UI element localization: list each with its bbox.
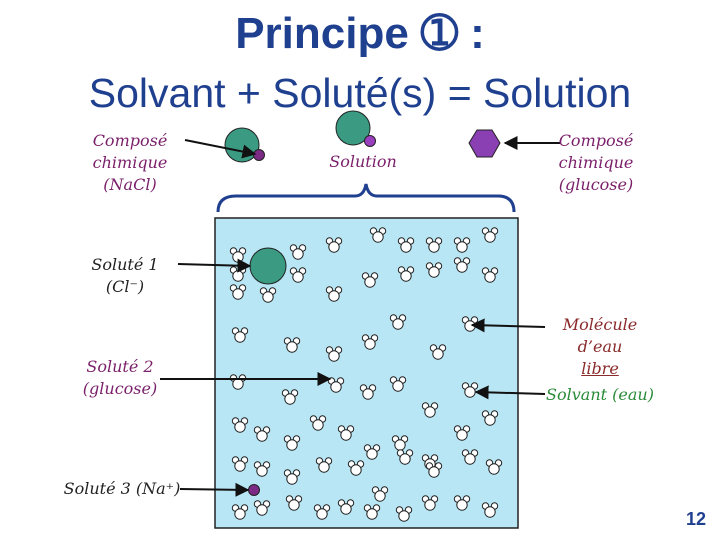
arrow-solvent — [474, 385, 546, 400]
label-solution: Solution — [329, 152, 397, 171]
water-molecule-icon — [361, 272, 379, 288]
arrow-free-water — [470, 318, 546, 333]
water-molecule-icon — [347, 460, 365, 476]
water-molecule-icon — [481, 267, 499, 283]
water-molecule-icon — [363, 444, 381, 460]
water-molecule-icon — [231, 456, 249, 472]
label-compose-glucose: Composé chimique (glucose) — [546, 130, 646, 196]
water-molecule-icon — [363, 504, 381, 520]
water-molecule-icon — [481, 227, 499, 243]
water-molecule-icon — [425, 262, 443, 278]
water-molecule-icon — [391, 435, 409, 451]
label-solute-2-line2: (glucose) — [82, 379, 158, 398]
water-molecule-icon — [395, 506, 413, 522]
label-solute-1: Soluté 1 (Cl⁻) — [91, 255, 159, 296]
label-solute-2-line1: Soluté 2 — [86, 357, 154, 376]
label-free-water-line1: Molécule d’eau — [562, 315, 638, 356]
water-molecule-icon — [281, 389, 299, 405]
label-compose-glucose-line3: (glucose) — [558, 175, 634, 194]
water-molecule-icon — [425, 237, 443, 253]
water-molecule-icon — [231, 327, 249, 343]
arrow-solute1 — [177, 258, 252, 273]
water-molecule-icon — [289, 267, 307, 283]
water-molecule-icon — [325, 286, 343, 302]
water-molecule-icon — [253, 461, 271, 477]
water-molecule-icon — [289, 244, 307, 260]
water-molecule-icon — [337, 425, 355, 441]
water-molecule-icon — [259, 287, 277, 303]
water-molecule-icon — [229, 284, 247, 300]
chloride-ion-icon — [335, 110, 371, 146]
water-molecule-icon — [429, 344, 447, 360]
water-molecule-icon — [313, 504, 331, 520]
arrow-solute3 — [179, 482, 250, 497]
water-molecule-icon — [309, 415, 327, 431]
label-solute-3: Soluté 3 (Na⁺) — [63, 479, 181, 498]
water-molecule-icon — [283, 469, 301, 485]
label-compose-nacl-line1: Composé — [92, 131, 168, 150]
water-molecules — [229, 227, 503, 522]
arrow-nacl — [184, 139, 257, 159]
water-molecule-icon — [481, 410, 499, 426]
water-molecule-icon — [231, 504, 249, 520]
water-molecule-icon — [397, 237, 415, 253]
water-molecule-icon — [253, 500, 271, 516]
label-free-water-line2: libre — [581, 359, 619, 378]
water-molecule-icon — [421, 495, 439, 511]
water-molecule-icon — [285, 495, 303, 511]
water-molecule-icon — [325, 237, 343, 253]
sodium-ion-icon — [248, 484, 260, 496]
water-molecule-icon — [453, 425, 471, 441]
water-molecule-icon — [425, 462, 443, 478]
water-molecule-icon — [453, 237, 471, 253]
title-line-2: Solvant + Soluté(s) = Solution — [88, 70, 632, 116]
water-molecule-icon — [283, 337, 301, 353]
water-molecule-icon — [461, 449, 479, 465]
label-compose-glucose-line1: Composé — [558, 131, 634, 150]
water-molecule-icon — [453, 495, 471, 511]
water-molecule-icon — [397, 266, 415, 282]
label-free-water: Molécule d’eau libre — [540, 314, 660, 380]
slide-number: 12 — [685, 509, 706, 529]
water-molecule-icon — [485, 459, 503, 475]
label-compose-nacl-line3: (NaCl) — [103, 175, 157, 194]
solution-brace — [216, 183, 516, 213]
water-molecule-icon — [453, 257, 471, 273]
water-molecule-icon — [389, 314, 407, 330]
water-molecule-icon — [253, 426, 271, 442]
water-molecule-icon — [461, 382, 479, 398]
water-molecule-icon — [369, 227, 387, 243]
water-molecule-icon — [325, 346, 343, 362]
water-molecule-icon — [337, 499, 355, 515]
water-molecule-icon — [389, 376, 407, 392]
sodium-ion-icon — [364, 135, 376, 147]
water-molecule-icon — [421, 402, 439, 418]
water-molecule-icon — [371, 486, 389, 502]
water-molecule-icon — [283, 435, 301, 451]
label-solvent: Solvant (eau) — [546, 385, 654, 404]
sodium-ion-icon — [253, 149, 265, 161]
label-compose-nacl: Composé chimique (NaCl) — [80, 130, 180, 196]
label-solute-2: Soluté 2 (glucose) — [70, 356, 170, 400]
label-compose-glucose-line2: chimique — [558, 153, 634, 172]
water-molecule-icon — [361, 334, 379, 350]
water-molecule-icon — [315, 457, 333, 473]
water-molecule-icon — [481, 502, 499, 518]
water-molecule-icon — [359, 384, 377, 400]
water-molecule-icon — [231, 417, 249, 433]
water-molecule-icon — [396, 449, 414, 465]
chloride-ion-icon — [249, 247, 287, 285]
title-line-1: Principe ➀ : — [235, 9, 485, 58]
label-compose-nacl-line2: chimique — [92, 153, 168, 172]
glucose-hexagon-icon — [468, 129, 501, 158]
